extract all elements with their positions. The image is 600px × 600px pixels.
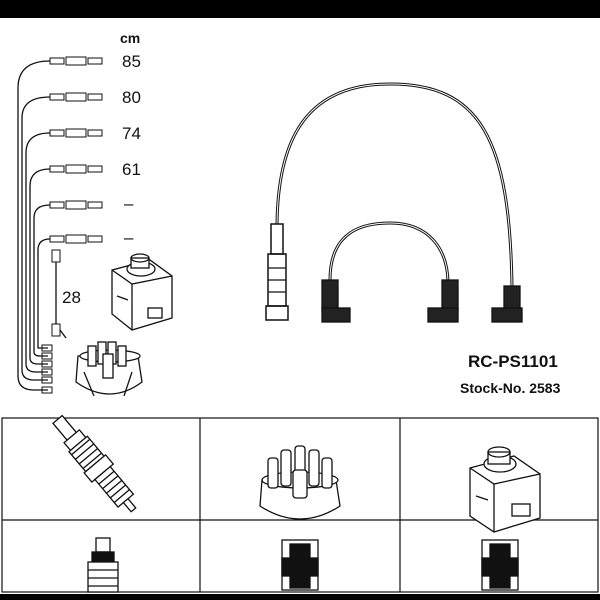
coil-lead-length-label: 28 xyxy=(62,288,81,307)
connector-icon-cap xyxy=(281,539,319,591)
spark-plug-icon xyxy=(52,414,137,513)
lead-3 xyxy=(25,132,51,373)
part-number: RC-PS1101 xyxy=(468,352,558,371)
length-unit-label: cm xyxy=(120,30,141,46)
length-label-6: – xyxy=(124,228,134,247)
length-label-2: 80 xyxy=(122,88,141,107)
lead-5 xyxy=(33,204,51,357)
lead-group xyxy=(17,60,51,391)
component-grid xyxy=(1,417,599,593)
diagram-panel: cm 85 80 74 61 – – 28 RC-PS1101 Stock-No… xyxy=(0,18,600,594)
distributor-cap-icon xyxy=(259,445,341,520)
lead-6 xyxy=(37,238,51,349)
connector-5 xyxy=(49,200,103,210)
connector-2 xyxy=(49,92,103,102)
connector-1 xyxy=(49,56,103,66)
length-label-1: 85 xyxy=(122,52,141,71)
connector-4 xyxy=(49,164,103,174)
lead-4 xyxy=(29,168,51,365)
lead-bottom-ends xyxy=(41,344,53,394)
connector-icon-plug xyxy=(87,537,119,593)
connector-icon-coil xyxy=(481,539,519,591)
length-label-3: 74 xyxy=(122,124,141,143)
lead-2 xyxy=(21,96,51,381)
long-cable xyxy=(265,82,514,321)
length-label-4: 61 xyxy=(122,160,141,179)
connector-6 xyxy=(49,234,103,244)
ignition-coil-icon xyxy=(469,446,541,533)
boot-right xyxy=(491,285,523,323)
lead-1 xyxy=(17,60,51,391)
boot-middle xyxy=(427,279,459,323)
distributor-cap-small xyxy=(75,341,143,397)
length-label-5: – xyxy=(124,194,134,213)
lead-connectors xyxy=(49,56,103,244)
connector-3 xyxy=(49,128,103,138)
short-cable xyxy=(328,221,450,285)
stock-number: Stock-No. 2583 xyxy=(460,380,561,396)
coil-lead xyxy=(51,249,67,339)
ignition-coil-small xyxy=(111,253,173,331)
boot-left xyxy=(321,279,351,323)
cable-set-diagram xyxy=(1,56,599,593)
